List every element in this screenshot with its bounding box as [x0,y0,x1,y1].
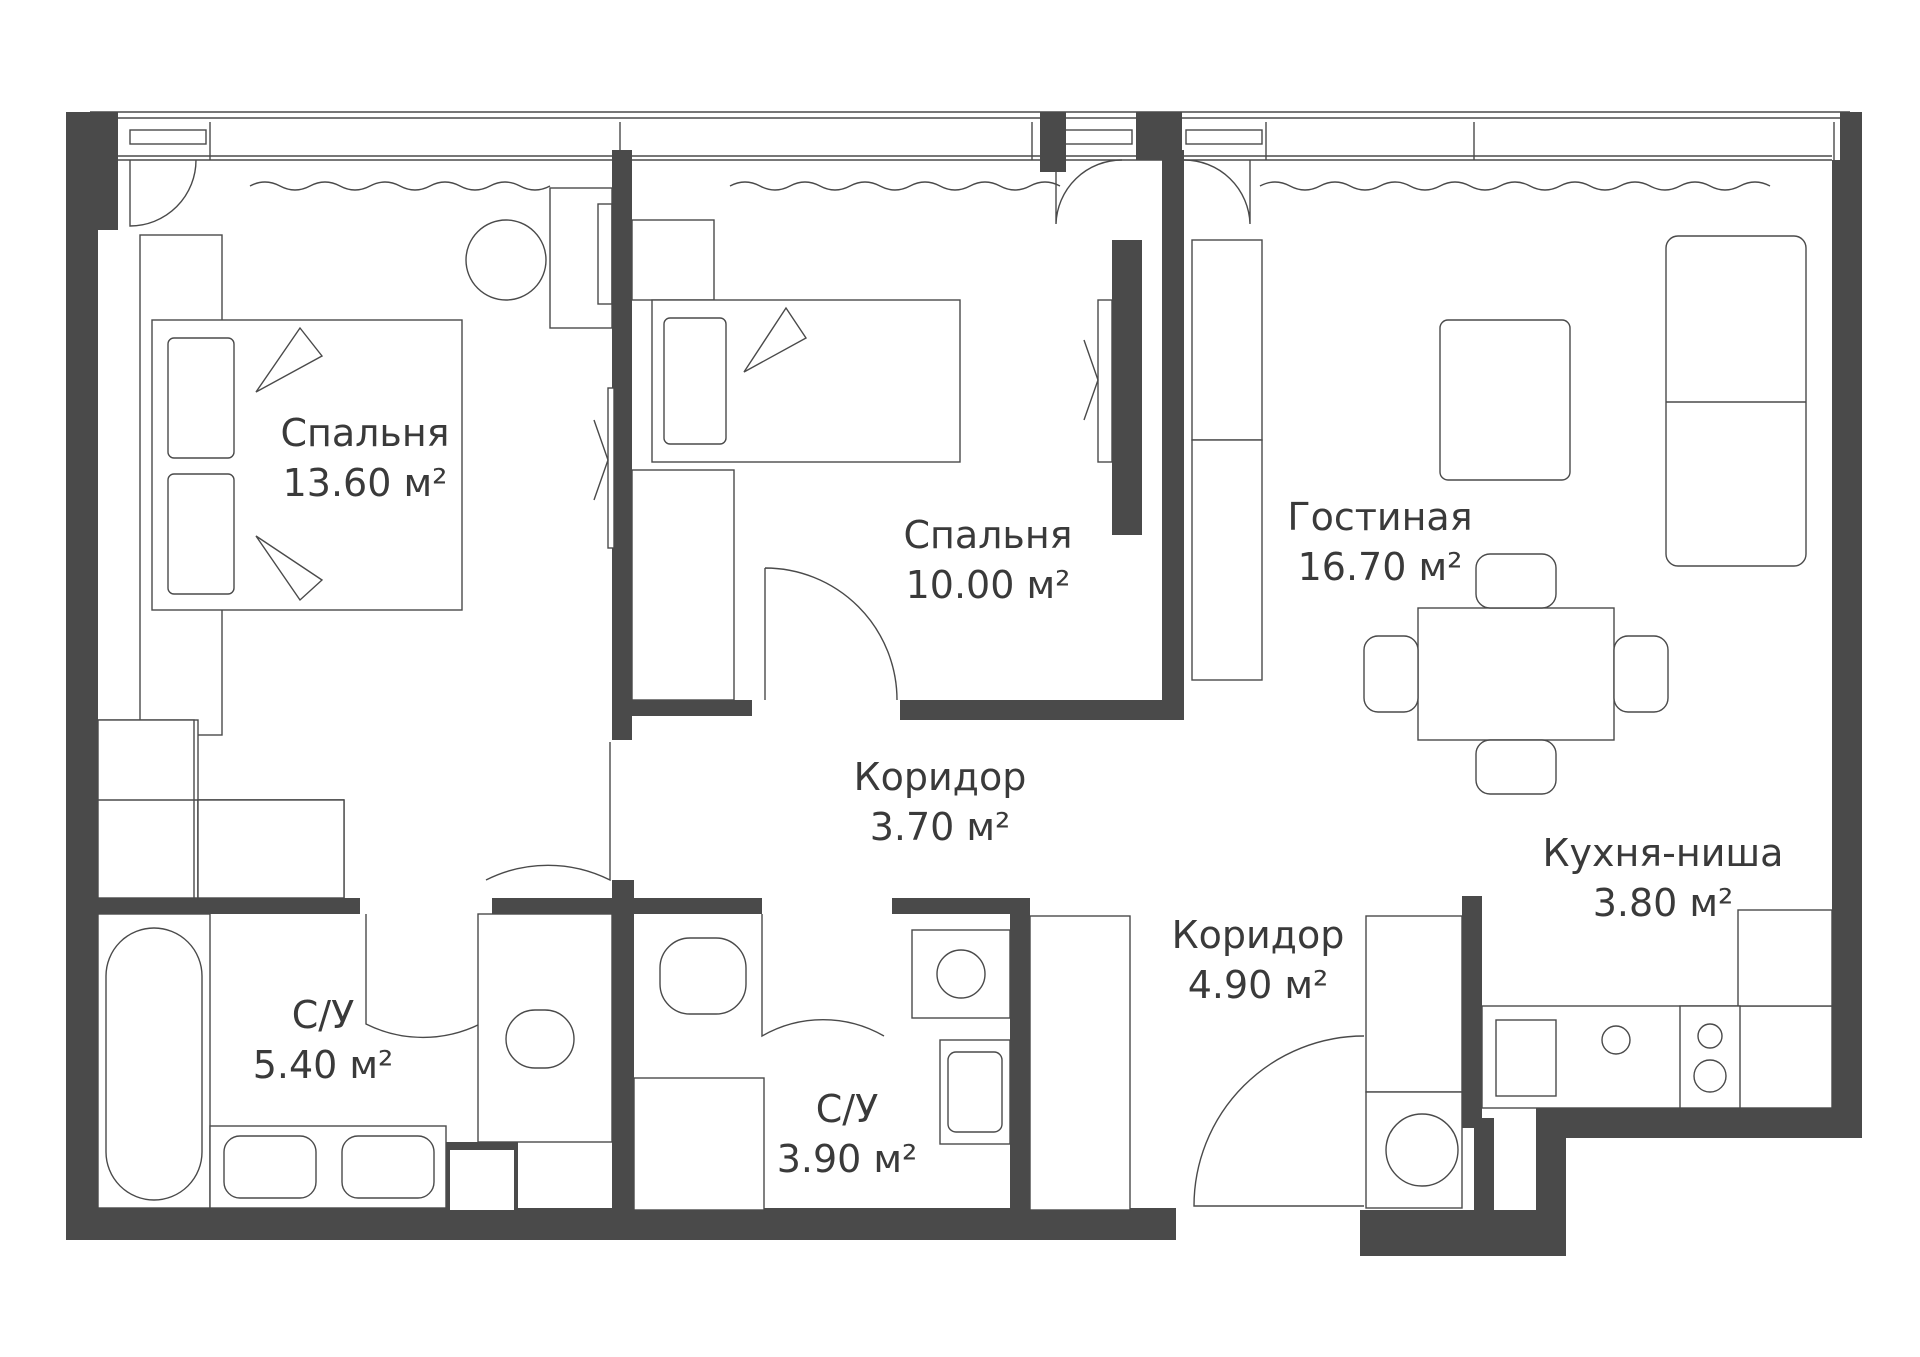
room-name: Гостиная [1287,495,1473,539]
room-label-corridor-2: Коридор 4.90 м² [1158,910,1358,1010]
room-name: Спальня [280,411,450,455]
round-table [465,219,547,301]
room-name: Кухня-ниша [1542,831,1784,875]
curtains [249,181,1771,191]
windows [90,111,1850,161]
fridge [1737,909,1833,1007]
toilet-1 [505,1009,575,1069]
dining-table [1417,607,1615,741]
hallway-wardrobe [1029,915,1131,1211]
corridor-2-furniture [1029,915,1463,1211]
wall-top-pillar-mid-2 [1136,112,1182,160]
room-name: Коридор [853,755,1027,799]
kitchen-furniture [1481,909,1833,1109]
room-area: 3.80 м² [1592,881,1734,925]
wall-bedroom2-bottom-left [632,700,752,716]
room-label-bathroom-1: С/У 5.40 м² [248,990,398,1090]
walls [66,112,1862,1256]
room-label-kitchen-niche: Кухня-ниша 3.80 м² [1538,828,1788,928]
sink-2 [939,1039,1011,1145]
bathtub [97,913,211,1209]
kitchen-counter [1481,1005,1833,1109]
room-label-bathroom-2: С/У 3.90 м² [772,1084,922,1184]
bathroom-2-fixtures [633,929,1011,1211]
desk [549,187,613,329]
chair-bottom [1475,739,1557,795]
interior-doors [365,567,1365,1207]
room-area: 3.90 м² [776,1137,918,1181]
wall-top-right-pillar [1840,112,1862,172]
wall-left [66,230,98,1240]
chair-right [1613,635,1669,713]
bedroom-2-wardrobe [631,469,735,701]
hallway-bench [1365,1091,1463,1209]
wall-right-ledge [1536,1108,1858,1138]
wall-bottom-right-block [1360,1210,1566,1256]
wall-bedroom2-living [1162,150,1184,720]
tv-cabinet [1191,239,1263,441]
room-name: С/У [291,993,355,1037]
shelving [1191,439,1263,681]
living-room-furniture [1191,235,1807,795]
room-area: 10.00 м² [905,563,1071,607]
room-label-bedroom-2: Спальня 10.00 м² [888,510,1088,610]
balcony-doors [129,159,1251,227]
bedroom-2-furniture [631,219,1113,701]
wall-bedroom2-closet [1112,240,1142,535]
wall-kitchen-divider [1462,896,1482,1128]
stove [1679,1005,1741,1109]
wall-bath1-top-left [98,898,360,914]
room-label-living-room: Гостиная 16.70 м² [1280,492,1480,592]
room-area: 3.70 м² [869,805,1011,849]
toilet-2 [659,937,747,1015]
room-label-corridor-1: Коридор 3.70 м² [840,752,1040,852]
wall-top-left-pillar [66,112,118,230]
coffee-table [1439,319,1571,481]
wall-right [1832,160,1862,1138]
bathroom-1-fixtures [97,913,613,1209]
room-area: 5.40 м² [252,1043,394,1087]
chair-left [1363,635,1419,713]
wall-bedroom2-bottom-right [900,700,1184,720]
vanity [209,1125,447,1209]
wall-bottom [66,1208,1176,1240]
wall-bath2-top [892,898,1026,914]
room-name: Коридор [1171,913,1345,957]
room-area: 16.70 м² [1297,545,1463,589]
washing-machine [911,929,1011,1019]
hallway-shelf [1365,915,1463,1093]
shower [633,1077,765,1211]
room-area: 4.90 м² [1187,963,1329,1007]
wall-top-pillar-mid-1 [1040,112,1066,172]
wall-bath-divider [612,880,634,1210]
wall-kitchen-lower [1474,1118,1494,1220]
sofa [1665,235,1807,567]
room-name: С/У [815,1087,879,1131]
room-area: 13.60 м² [282,461,448,505]
wall-bath2-right [1010,898,1030,1210]
wall-bedroom1-bedroom2 [612,150,632,740]
chair-top [1475,553,1557,609]
room-name: Спальня [903,513,1073,557]
room-label-bedroom-1: Спальня 13.60 м² [272,408,458,508]
